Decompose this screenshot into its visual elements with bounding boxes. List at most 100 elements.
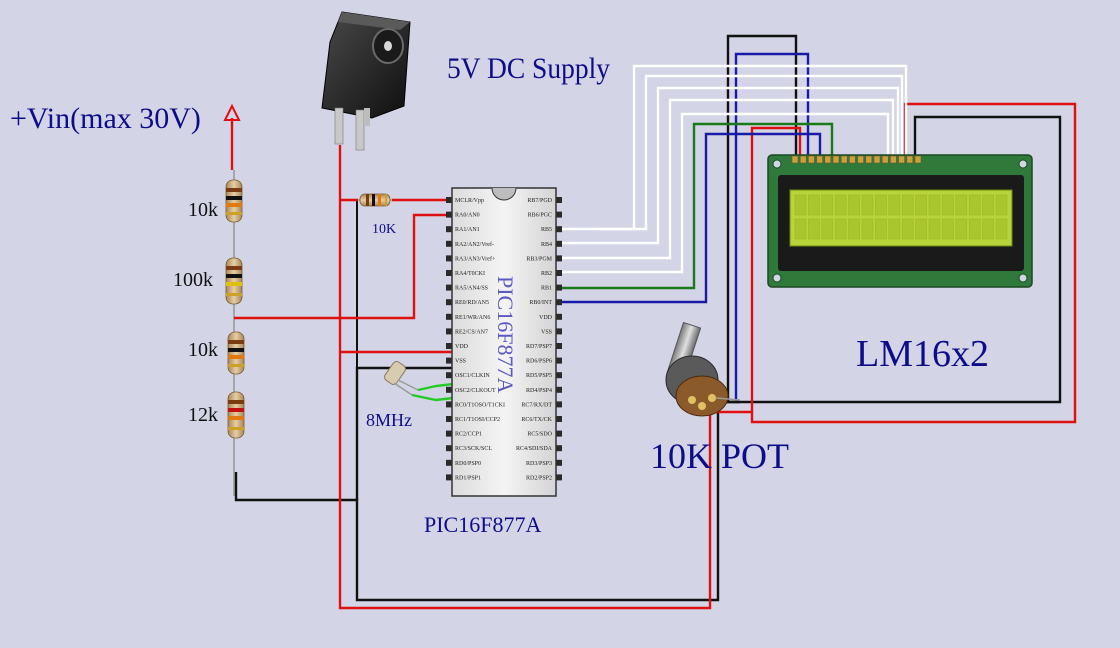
- chip-pin-label-right: VSS: [541, 329, 552, 335]
- lcd-char-cell: [928, 194, 941, 216]
- chip-pins-right: [554, 197, 562, 481]
- chip-pin-label-right: RB4: [541, 242, 552, 248]
- lcd-header-pin: [832, 155, 840, 164]
- chip-pin-label-right: RB2: [541, 271, 552, 277]
- lcd-char-cell: [955, 194, 968, 216]
- lcd-char-cell: [942, 218, 954, 240]
- lcd-char-cell: [808, 218, 820, 240]
- chip-pin-label-left: RA1/AN1: [455, 227, 480, 233]
- lcd-module: LM16x2: [767, 154, 1033, 375]
- lcd-header-pin: [898, 155, 905, 164]
- chip-pin-left: [446, 313, 454, 320]
- lcd-header-pin: [808, 155, 815, 164]
- resistor-r1: [225, 179, 243, 223]
- chip-pin-left: [446, 197, 454, 203]
- voltage-divider: 10k 100k 10k 12k: [173, 179, 245, 439]
- lcd-char-cell: [928, 218, 941, 240]
- chip-pin-label-right: RC5/SDO: [527, 432, 552, 438]
- potentiometer: 10K POT: [650, 321, 789, 476]
- chip-pin-label-left: VDD: [455, 344, 469, 350]
- lcd-char-cell: [821, 218, 834, 240]
- chip-pin-right: [554, 372, 562, 379]
- lcd-char-cell: [995, 194, 1008, 216]
- lcd-char-cell: [901, 218, 914, 240]
- lcd-header-pin: [791, 155, 799, 164]
- lcd-char-cell: [942, 194, 954, 216]
- chip-pin-right: [554, 386, 562, 393]
- chip-pin-label-right: RB5: [541, 227, 552, 233]
- chip-pin-label-left: RA2/AN2/Vref-: [455, 241, 494, 248]
- chip-pin-right: [554, 474, 562, 481]
- chip-pin-right: [554, 226, 562, 233]
- vss-wire: [355, 366, 453, 500]
- chip-pin-label-left: RC3/SCK/SCL: [455, 446, 492, 452]
- lcd-header-pin: [799, 155, 807, 164]
- lcd-header-pin: [857, 155, 864, 164]
- chip-pin-right: [554, 299, 562, 306]
- rb0-wire: [556, 132, 822, 304]
- pot-wiper-wire: [734, 52, 810, 400]
- lcd-char-cell: [861, 218, 874, 240]
- chip-pin-right: [554, 211, 562, 218]
- chip-body: [451, 187, 557, 497]
- chip-pin-label-right: RB6/PGC: [528, 213, 552, 219]
- chip-pin-label-right: RC6/TX/CK: [521, 417, 552, 423]
- chip-pin-left: [446, 255, 454, 262]
- chip-pin-left: [446, 328, 454, 335]
- chip-pin-left: [446, 240, 454, 247]
- vin-terminal: +Vin(max 30V): [10, 102, 241, 135]
- lcd-char-cell: [848, 194, 860, 216]
- lcd-char-cell: [834, 194, 847, 216]
- lcd-header-pin: [816, 155, 823, 164]
- lcd-char-cell: [982, 194, 994, 216]
- chip-pin-right: [554, 197, 562, 203]
- lcd-header-pin: [849, 155, 856, 164]
- chip-pin-right: [554, 240, 562, 247]
- chip-pin-label-right: RC4/SDI/SDA: [516, 446, 553, 452]
- chip-pin-left: [446, 474, 454, 481]
- lcd-char-cell: [995, 218, 1008, 240]
- chip-pin-right: [554, 357, 562, 364]
- chip-pin-right: [554, 416, 562, 422]
- lcd-char-cell: [955, 218, 968, 240]
- lcd-vss-wire: [726, 34, 798, 402]
- chip-pin-right: [554, 430, 562, 437]
- pic-microcontroller: MCLR/VppRA0/AN0RA1/AN1RA2/AN2/Vref-RA3/A…: [424, 187, 562, 537]
- chip-pin-left: [446, 284, 454, 291]
- rb1-wire: [556, 122, 834, 290]
- lcd-char-cell: [915, 194, 927, 216]
- chip-pin-label-left: RD1/PSP1: [455, 475, 481, 481]
- chip-pin-label-left: RE2/CS/AN7: [455, 329, 488, 335]
- lcd-char-cell: [968, 218, 981, 240]
- lcd-header-pin: [906, 155, 914, 164]
- chip-pin-label-right: RD4/PSP4: [526, 388, 552, 394]
- lcd-vdd-wire: [750, 126, 802, 412]
- chip-pin-label-left: RA5/AN4/SS: [455, 286, 488, 292]
- chip-pin-right: [554, 401, 562, 408]
- chip-pin-label-left: RC1/T1OSI/CCP2: [455, 417, 500, 423]
- mclr-resistor-label: 10K: [372, 222, 396, 237]
- lcd-header-pin: [914, 155, 922, 164]
- chip-pin-left: [446, 401, 454, 408]
- chip-pin-left: [446, 270, 454, 276]
- jack-ground-wire: [339, 145, 358, 368]
- lcd-char-cell: [808, 194, 820, 216]
- chip-pin-label-right: RD5/PSP5: [526, 373, 552, 379]
- chip-pin-label-left: RA3/AN3/Vref+: [455, 255, 496, 262]
- osc1-wire: [417, 382, 454, 392]
- osc2-wire: [411, 393, 454, 402]
- pot-label: 10K POT: [650, 436, 789, 476]
- lcd-label: LM16x2: [856, 333, 989, 375]
- chip-pin-left: [446, 226, 454, 233]
- lcd-header-pin: [890, 155, 897, 164]
- rb4-wire: [556, 86, 900, 245]
- lcd-header-pin: [881, 155, 889, 164]
- chip-pin-label-left: OSC2/CLKOUT: [455, 388, 496, 394]
- chip-pin-right: [554, 270, 562, 276]
- lcd-char-cell: [794, 194, 807, 216]
- chip-pin-left: [446, 211, 454, 218]
- rb2-wire: [556, 112, 890, 274]
- crystal: 8MHz: [366, 361, 419, 430]
- sense-wire: [234, 213, 453, 320]
